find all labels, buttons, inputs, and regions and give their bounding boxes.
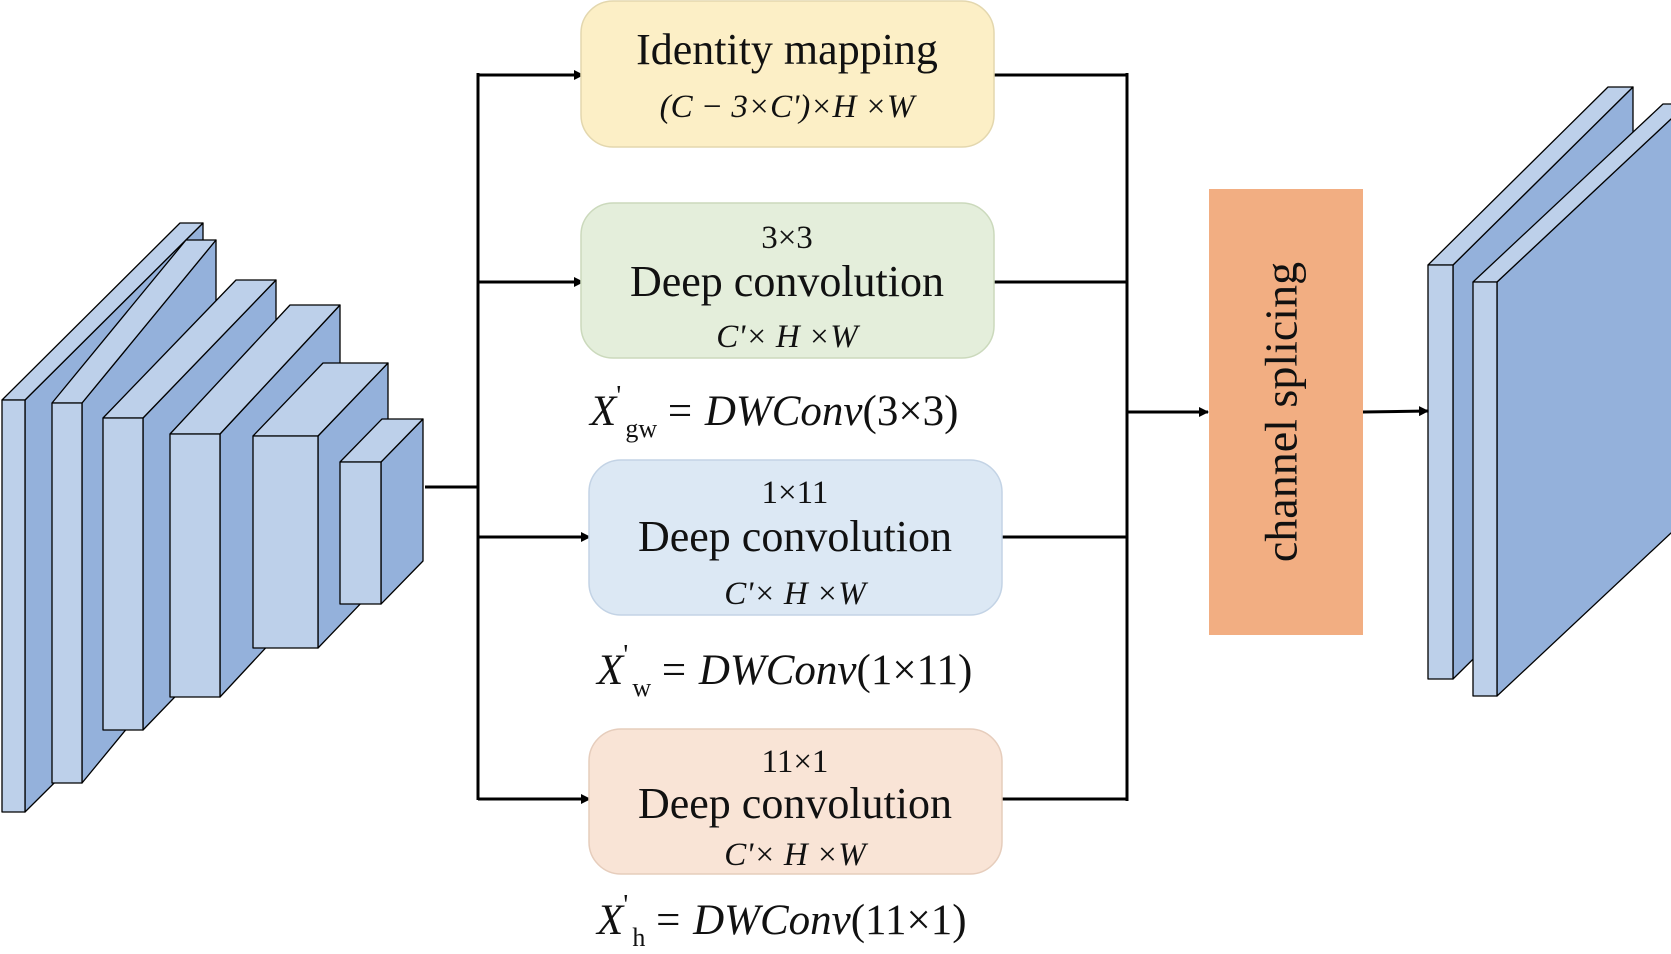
- equation-h-symbol: X: [595, 897, 625, 944]
- equation-w-function: = DWConv: [659, 647, 857, 694]
- equation-h-argument: (11×1): [851, 897, 967, 944]
- equation-w-text: X'w = DWConv(1×11): [595, 640, 972, 702]
- deep-conv-3x3-shape: C'× H ×W: [716, 319, 860, 355]
- equation-w: X'w = DWConv(1×11): [595, 640, 972, 702]
- deep-conv-3x3-rect: [580, 202, 995, 359]
- deep-conv-11x1-rect: [588, 728, 1003, 875]
- channel-splicing-box: channel splicing: [1209, 189, 1363, 635]
- equation-w-argument: (1×11): [857, 647, 973, 694]
- equation-w-subscript: w: [632, 673, 651, 702]
- equation-h-subscript: h: [632, 923, 645, 952]
- equation-gw-text: X'gw = DWConv(3×3): [588, 381, 958, 443]
- deep-conv-11x1-label: Deep convolution: [638, 779, 952, 828]
- equation-gw-argument: (3×3): [863, 388, 959, 435]
- identity-mapping-label: Identity mapping: [636, 25, 938, 74]
- input-feature-stack: [1, 222, 424, 813]
- deep-conv-11x1-kernel: 11×1: [762, 744, 829, 780]
- deep-conv-3x3-label: Deep convolution: [630, 257, 944, 306]
- channel-splicing-label: channel splicing: [1256, 262, 1307, 562]
- equation-h: X'h = DWConv(11×1): [595, 890, 967, 952]
- identity-mapping-box: Identity mapping (C − 3×C')×H ×W: [580, 0, 995, 148]
- equation-h-text: X'h = DWConv(11×1): [595, 890, 967, 952]
- equation-gw-prime: ': [616, 381, 621, 412]
- connector-lines: [425, 70, 1429, 804]
- deep-conv-1x11-rect: [588, 459, 1003, 616]
- output-slice-2: [1472, 103, 1671, 697]
- deep-conv-1x11-label: Deep convolution: [638, 512, 952, 561]
- equation-gw: X'gw = DWConv(3×3): [588, 381, 958, 443]
- channel-splicing-rect: [1209, 189, 1363, 635]
- deep-conv-11x1-box: 11×1 Deep convolution C'× H ×W: [588, 728, 1003, 875]
- equation-gw-subscript: gw: [625, 414, 657, 443]
- identity-mapping-shape: (C − 3×C')×H ×W: [660, 89, 917, 125]
- deep-conv-3x3-box: 3×3 Deep convolution C'× H ×W: [580, 202, 995, 359]
- deep-conv-11x1-shape: C'× H ×W: [724, 837, 868, 873]
- equation-h-prime: ': [623, 890, 628, 921]
- arrow-to-output: [1362, 406, 1429, 417]
- identity-mapping-rect: [580, 0, 995, 148]
- deep-conv-1x11-kernel: 1×11: [762, 475, 829, 511]
- equation-h-function: = DWConv: [653, 897, 851, 944]
- deep-conv-1x11-box: 1×11 Deep convolution C'× H ×W: [588, 459, 1003, 616]
- deep-conv-1x11-shape: C'× H ×W: [724, 576, 868, 612]
- equation-w-prime: ': [623, 640, 628, 671]
- equation-gw-symbol: X: [588, 388, 618, 435]
- input-slice-6: [339, 418, 424, 605]
- equation-gw-function: = DWConv: [665, 388, 863, 435]
- output-feature-stack: [1427, 86, 1671, 697]
- equation-w-symbol: X: [595, 647, 625, 694]
- deep-conv-3x3-kernel: 3×3: [761, 220, 813, 256]
